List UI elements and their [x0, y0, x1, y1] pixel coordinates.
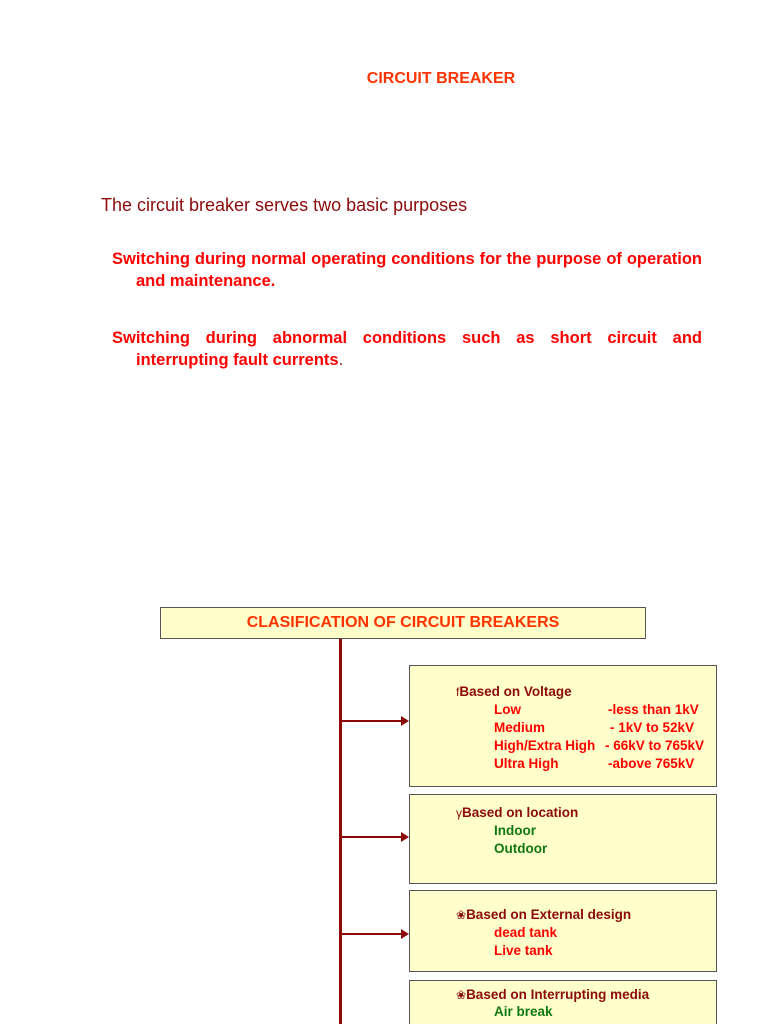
classification-box-design: ❀Based on External design dead tank Live…: [409, 890, 717, 972]
location-item: Indoor: [494, 823, 536, 838]
design-item: dead tank: [494, 925, 558, 940]
page-title: CIRCUIT BREAKER: [366, 70, 516, 87]
voltage-value: -above 765kV: [608, 756, 695, 771]
classification-box-media: ❀Based on Interrupting media Air break: [409, 980, 717, 1024]
box-heading: ❀Based on External design: [456, 907, 632, 922]
purpose-line-1: Switching during abnormal conditions suc…: [112, 329, 702, 347]
box-heading: γBased on location: [456, 805, 579, 820]
design-item: Live tank: [494, 943, 553, 958]
box-heading: ❀Based on Interrupting media: [456, 987, 650, 1002]
purpose-line-2: interrupting fault currents: [136, 351, 339, 369]
arrow-icon: [401, 832, 409, 842]
diagram-trunk-line: [339, 639, 342, 1024]
location-item: Outdoor: [494, 841, 548, 856]
purpose-line-1: Switching during normal operating condit…: [112, 250, 602, 268]
classification-box-voltage: fBased on Voltage Low -less than 1kV Med…: [409, 665, 717, 787]
voltage-row: Ultra High: [494, 756, 559, 771]
media-item: Air break: [494, 1004, 553, 1019]
connector-line: [341, 836, 403, 838]
classification-box-location: γBased on location Indoor Outdoor: [409, 794, 717, 884]
voltage-value: - 66kV to 765kV: [605, 738, 705, 753]
purpose-item: Switching during abnormal conditions suc…: [112, 327, 702, 371]
connector-line: [341, 933, 403, 935]
arrow-icon: [401, 929, 409, 939]
purpose-item: Switching during normal operating condit…: [112, 248, 702, 292]
classification-header: CLASIFICATION OF CIRCUIT BREAKERS: [160, 607, 646, 639]
voltage-row: Low: [494, 702, 521, 717]
voltage-value: -less than 1kV: [608, 702, 699, 717]
intro-text: The circuit breaker serves two basic pur…: [101, 195, 468, 215]
box-heading: fBased on Voltage: [456, 684, 572, 699]
voltage-row: Medium: [494, 720, 546, 735]
purpose-tail: .: [338, 351, 344, 369]
voltage-row: High/Extra High: [494, 738, 596, 753]
voltage-value: - 1kV to 52kV: [610, 720, 695, 735]
arrow-icon: [401, 716, 409, 726]
connector-line: [341, 720, 403, 722]
purpose-line-2: of operation and maintenance.: [136, 250, 703, 290]
